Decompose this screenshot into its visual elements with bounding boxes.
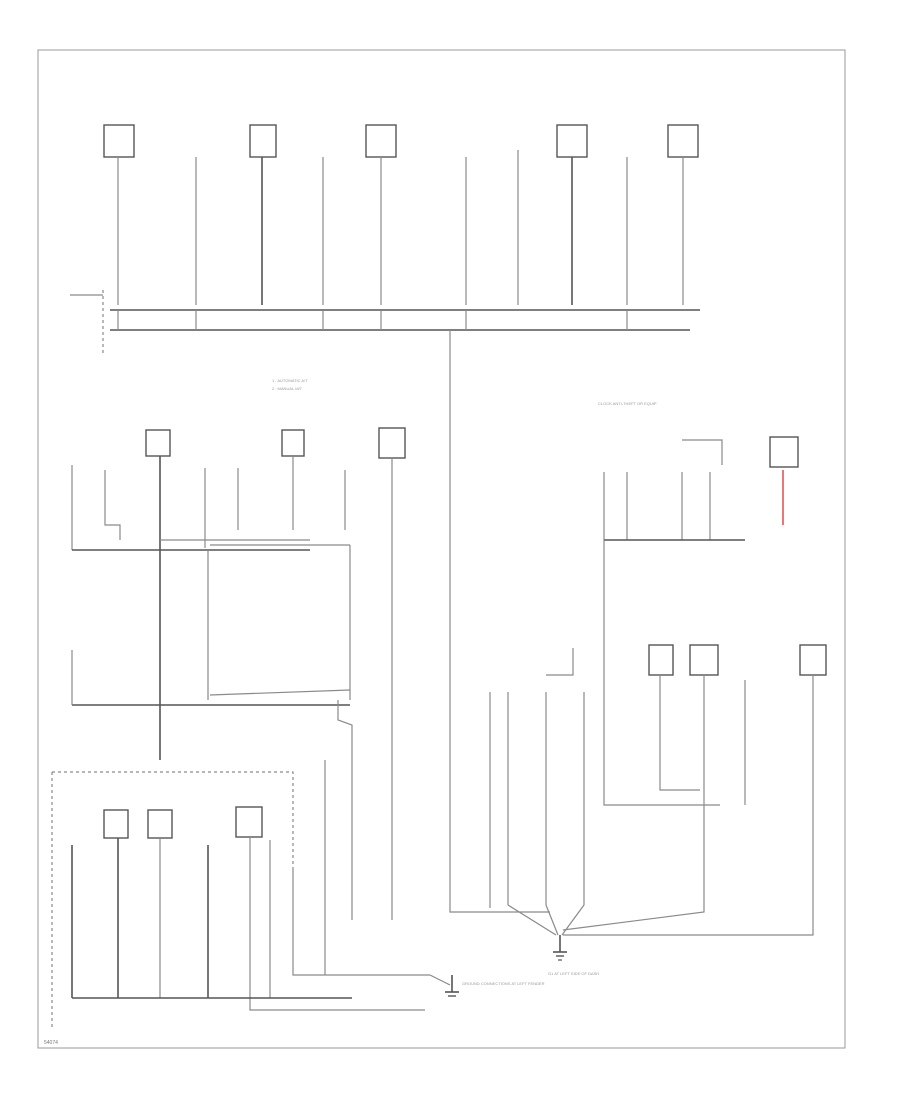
note-line-1: 1 : AUTOMATIC A/T [272,378,308,383]
bottom-ground-label: GROUND CONNECTIONS AT LEFT FENDER [462,981,545,986]
clock-anti-theft-group [603,436,799,806]
component-box [249,124,277,158]
bottom-left-wires [51,760,451,1030]
component-box [556,124,588,158]
component-box [145,429,171,457]
component-box [103,809,129,839]
main-ground-symbol [553,935,567,961]
diagram-id-label: 54074 [44,1040,58,1046]
component-box [281,429,305,457]
lower-right-components [648,644,827,676]
note-line-2: 2 : MANUAL M/T [272,386,303,391]
group-label: CLOCK ANTI-THEFT OR EQUIP [598,401,657,406]
component-box [365,124,397,158]
main-ground-label: G1 AT LEFT SIDE OF DASH [548,971,599,976]
bottom-left-components [103,806,263,839]
diagram-frame [37,49,846,1049]
bottom-ground-symbol [445,975,459,997]
component-box [689,644,719,676]
component-box [769,436,799,468]
component-box [147,809,173,839]
middle-left-wires [71,456,393,920]
component-box [648,644,674,676]
component-box [235,806,263,838]
middle-left-components [145,427,406,459]
top-wires [70,150,700,913]
top-components [103,124,699,158]
lower-right-wires [489,648,814,936]
component-box [667,124,699,158]
component-box [799,644,827,676]
component-box [378,427,406,459]
component-box [103,124,135,158]
